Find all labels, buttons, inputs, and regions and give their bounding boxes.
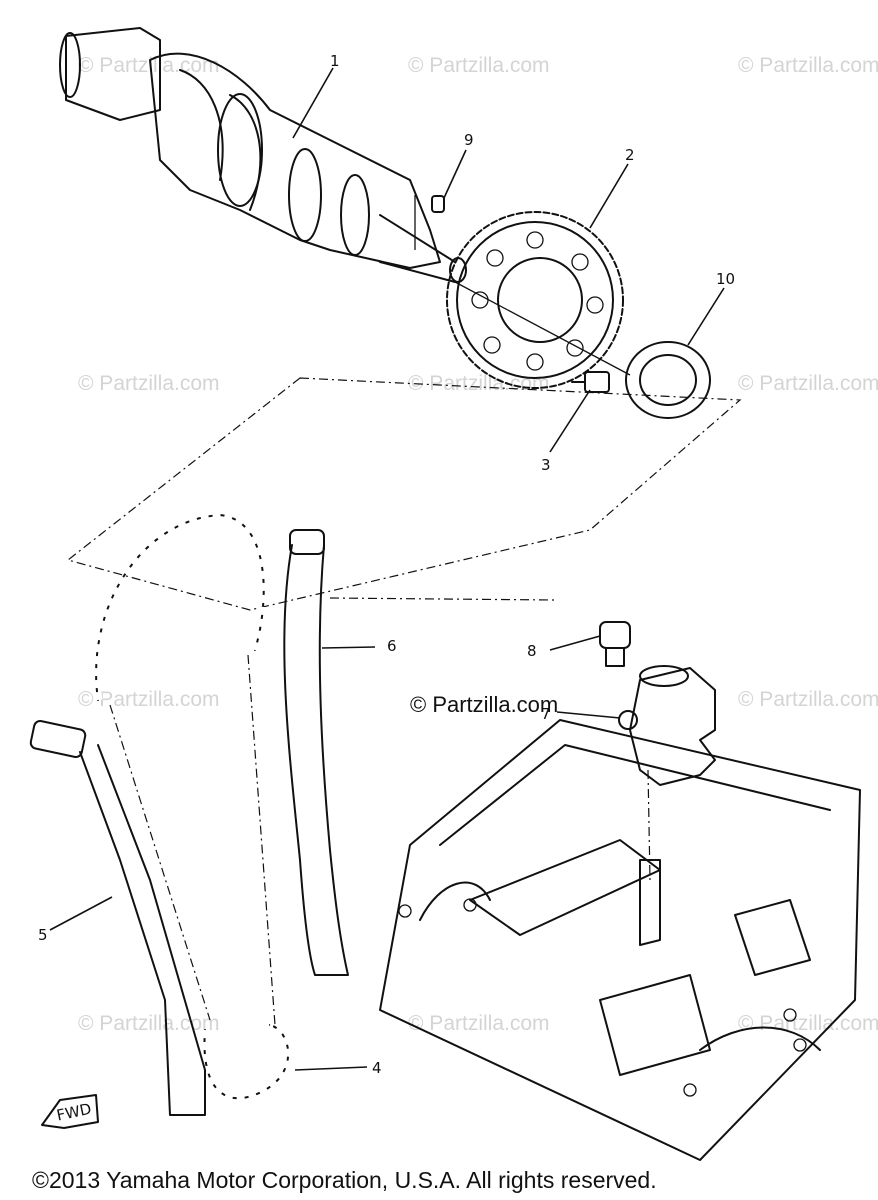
callout-2: 2 bbox=[625, 146, 635, 164]
callout-1: 1 bbox=[330, 52, 340, 70]
watermark: © Partzilla.com bbox=[78, 1012, 220, 1035]
callout-6: 6 bbox=[387, 637, 397, 655]
cam-chain bbox=[91, 510, 293, 1103]
fwd-arrow: FWD bbox=[41, 1094, 99, 1129]
callout-10: 10 bbox=[716, 270, 735, 288]
assembly-guide-line bbox=[329, 597, 556, 601]
watermark-group: © Partzilla.com © Partzilla.com © Partzi… bbox=[78, 54, 878, 1035]
dowel-pin bbox=[431, 195, 445, 213]
oil-seal bbox=[625, 341, 711, 419]
watermark: © Partzilla.com bbox=[738, 688, 878, 711]
assembly-boundary bbox=[66, 377, 742, 611]
watermark: © Partzilla.com bbox=[408, 372, 550, 395]
cam-sprocket bbox=[446, 211, 624, 389]
chain-guide-front bbox=[29, 720, 206, 1116]
tensioner-bolt bbox=[599, 621, 631, 667]
watermark: © Partzilla.com bbox=[738, 372, 878, 395]
watermark: © Partzilla.com bbox=[78, 372, 220, 395]
leader-lines bbox=[49, 67, 725, 1071]
fwd-label: FWD bbox=[55, 1100, 93, 1125]
watermark: © Partzilla.com bbox=[408, 1012, 550, 1035]
watermark: © Partzilla.com bbox=[738, 1012, 878, 1035]
watermark-main: © Partzilla.com bbox=[410, 692, 558, 717]
callout-7: 7 bbox=[541, 705, 551, 723]
watermark: © Partzilla.com bbox=[738, 54, 878, 77]
callout-labels: 1 2 3 4 5 6 7 8 9 10 bbox=[38, 52, 735, 1077]
cam-chain-tensioner bbox=[618, 665, 716, 786]
camshaft bbox=[59, 27, 467, 283]
callout-4: 4 bbox=[372, 1059, 382, 1077]
sprocket-bolt bbox=[571, 371, 610, 393]
copyright-notice: ©2013 Yamaha Motor Corporation, U.S.A. A… bbox=[32, 1167, 657, 1193]
watermark: © Partzilla.com bbox=[78, 688, 220, 711]
callout-8: 8 bbox=[527, 642, 537, 660]
watermark: © Partzilla.com bbox=[408, 54, 550, 77]
callout-9: 9 bbox=[464, 131, 474, 149]
shaft-axis-line bbox=[454, 281, 631, 376]
chain-guide-rear bbox=[283, 529, 349, 976]
cylinder-head bbox=[379, 719, 861, 1161]
callout-5: 5 bbox=[38, 926, 48, 944]
callout-3: 3 bbox=[541, 456, 551, 474]
